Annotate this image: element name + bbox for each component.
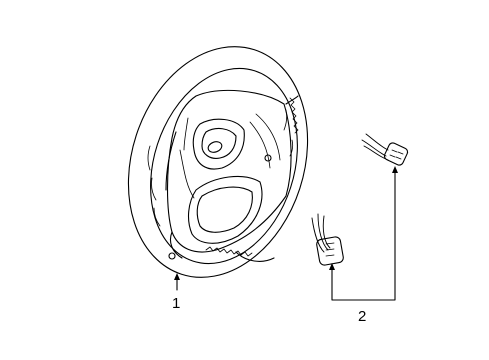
steering-wheel: [127, 46, 309, 278]
rim-texture: [147, 109, 294, 227]
arrow-up-icon: [174, 273, 180, 280]
callout-2: 2: [358, 308, 367, 325]
wheel-rim-outer: [127, 46, 309, 278]
screw-left-icon: [168, 252, 176, 260]
spokes: [165, 95, 299, 262]
switch-upper-body: [383, 142, 409, 166]
arrow-up-icon: [392, 166, 398, 173]
wheel-rim-inner: [150, 67, 298, 265]
arrow-up-icon: [329, 263, 335, 270]
switch-lower-body: [316, 236, 344, 266]
switch-lower-buttons: [325, 242, 335, 257]
serrated-edge-right: [289, 97, 299, 134]
leader-2: [329, 166, 398, 301]
hub-cover: [166, 89, 292, 253]
horn-pad-inner: [201, 127, 237, 159]
switch-lower-wires: [311, 213, 331, 253]
airbag-lower-inner: [196, 186, 253, 233]
switch-lower: [311, 213, 344, 266]
fold-lines: [179, 113, 281, 199]
airbag-lower: [187, 175, 263, 244]
callout-1: 1: [172, 295, 181, 312]
center-emblem: [207, 141, 223, 153]
horn-pad: [192, 118, 245, 170]
leader-1: [174, 273, 180, 291]
screw-right-icon: [264, 154, 272, 162]
switch-upper: [361, 133, 409, 166]
serrated-edge-bottom: [205, 246, 253, 257]
switch-upper-buttons: [389, 149, 404, 160]
